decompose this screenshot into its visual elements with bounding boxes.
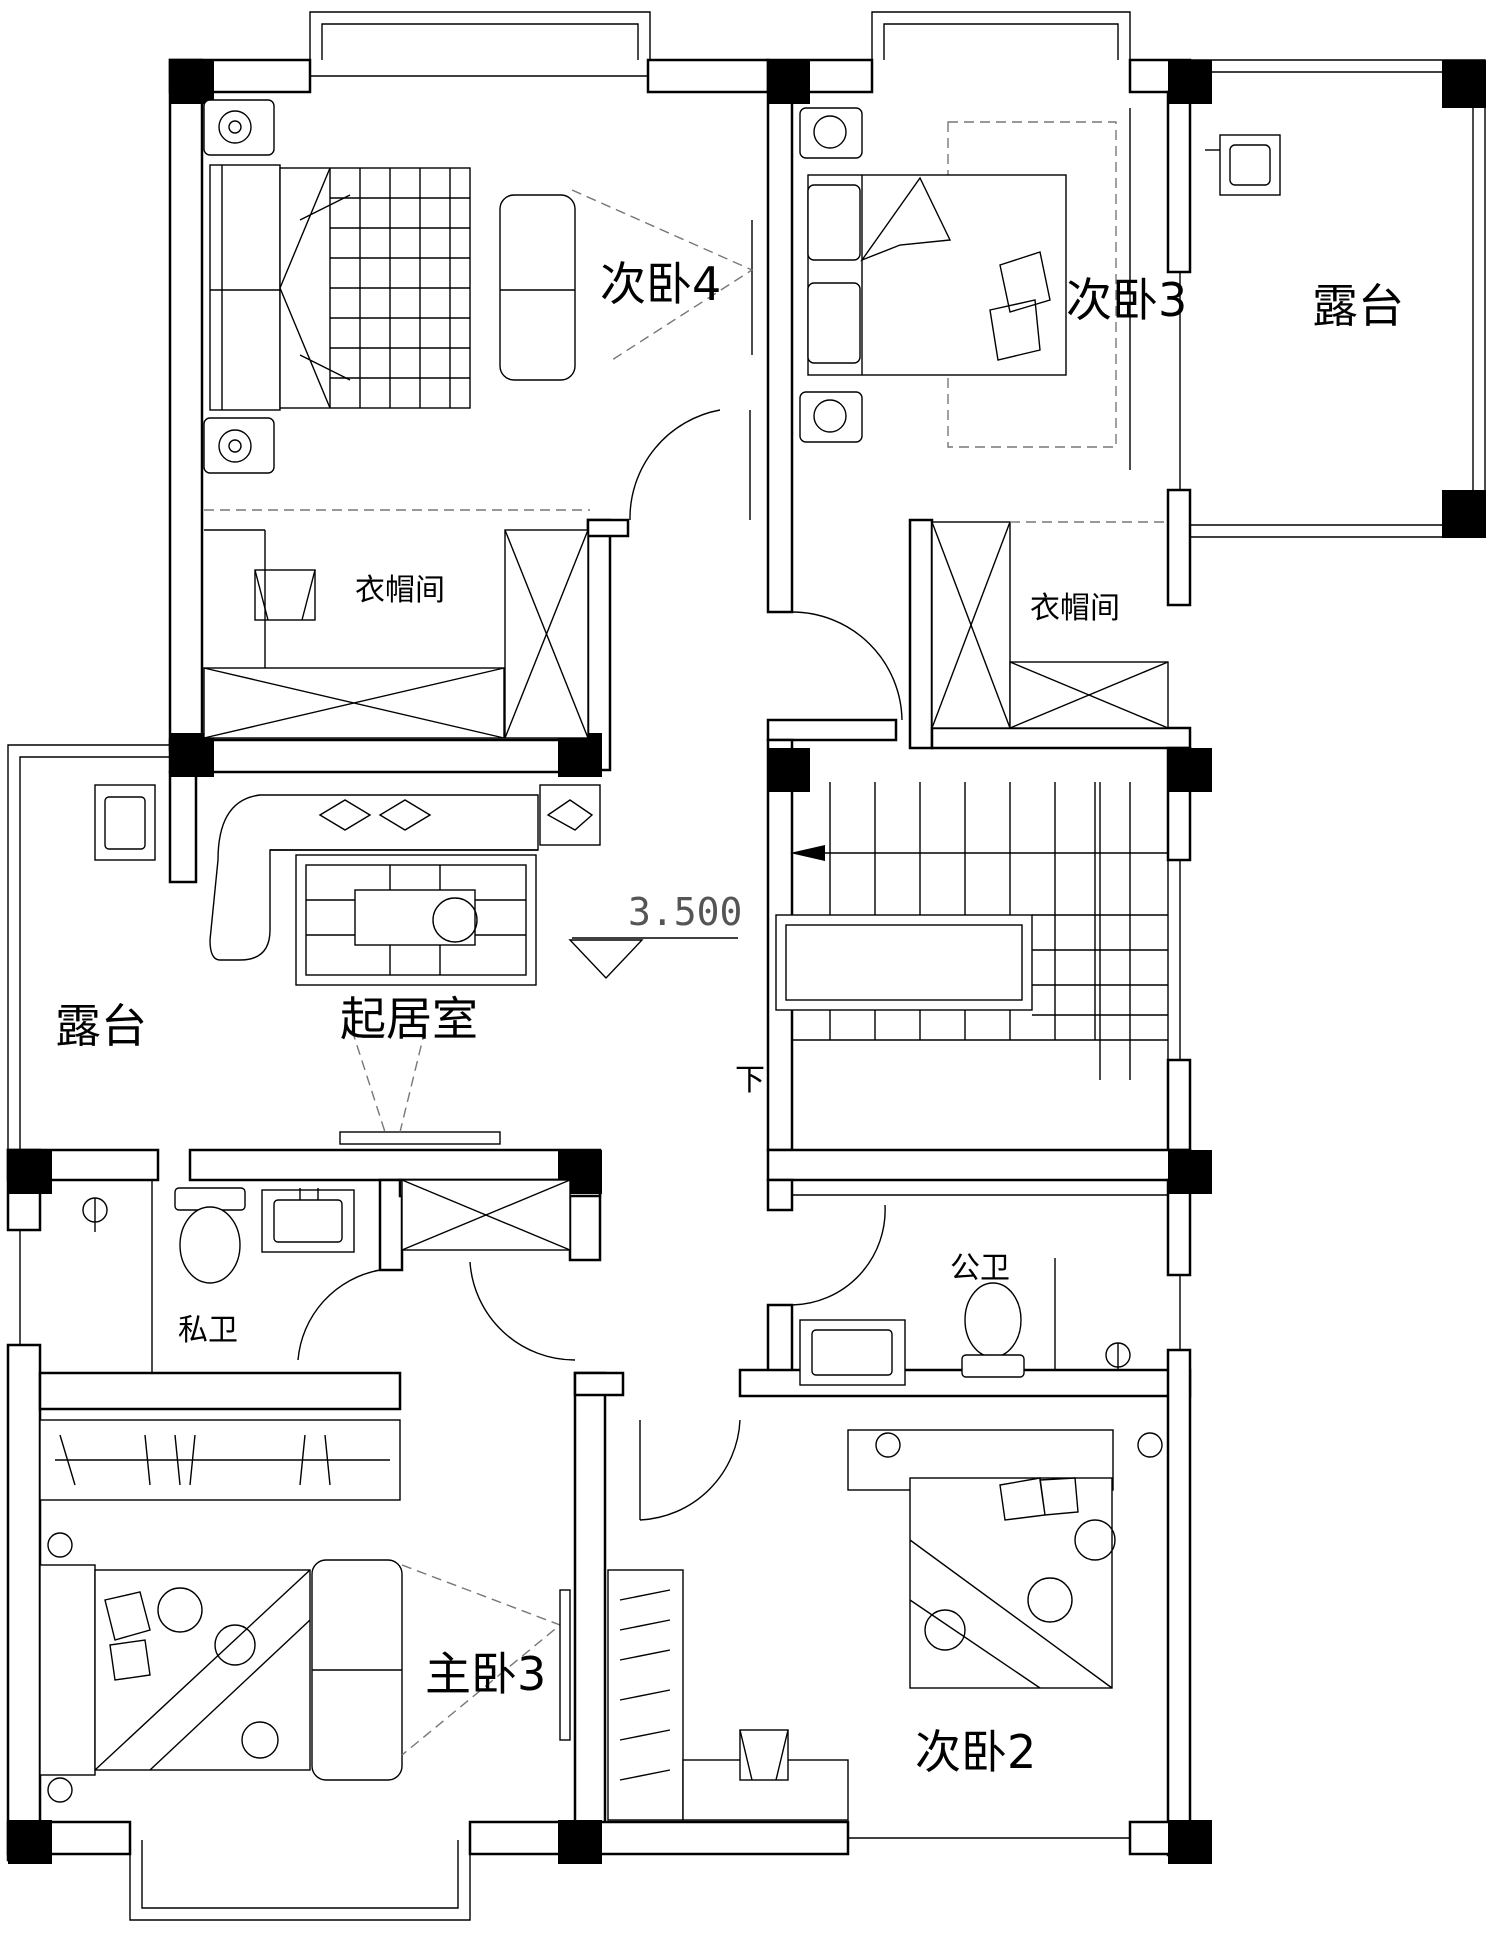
doors [297, 220, 903, 1521]
room-label-public-bath: 公卫 [950, 1251, 1010, 1286]
room-label-living: 起居室 [340, 992, 478, 1046]
terrace-right-outline [1190, 59, 1486, 538]
stairs [775, 782, 1169, 1150]
master3-furniture [39, 1419, 571, 1803]
stair-down-label: 下 [735, 1063, 765, 1098]
balcony-top-left [309, 11, 651, 60]
bedroom4-bed [203, 99, 754, 511]
columns [8, 60, 1212, 1864]
elevation-label: 3.500 [628, 890, 742, 934]
terrace-left-outline [7, 744, 170, 1150]
closet-right-furniture [931, 521, 1169, 729]
room-label-terrace-right: 露台 [1312, 279, 1404, 333]
room-label-bedroom2: 次卧2 [915, 1725, 1036, 1779]
bedroom3-bed [799, 107, 1281, 448]
walls [6, 58, 1192, 1862]
room-label-closet-left: 衣帽间 [355, 573, 445, 608]
bedroom2-furniture [607, 1429, 1163, 1821]
room-label-closet-right: 衣帽间 [1030, 591, 1120, 626]
room-label-terrace-left: 露台 [55, 999, 147, 1053]
room-label-bedroom3: 次卧3 [1066, 273, 1187, 327]
balcony-top-right [871, 11, 1131, 60]
elevation-marker [568, 937, 738, 980]
public-bath-fixtures [792, 1194, 1168, 1386]
private-bath-fixtures [82, 1179, 571, 1373]
living-furniture [94, 784, 601, 1145]
balcony-bottom [129, 1840, 471, 1921]
room-label-bedroom4: 次卧4 [600, 257, 721, 311]
closet-left-furniture [203, 529, 589, 739]
room-label-private-bath: 私卫 [178, 1313, 238, 1348]
room-label-master3: 主卧3 [425, 1647, 546, 1701]
